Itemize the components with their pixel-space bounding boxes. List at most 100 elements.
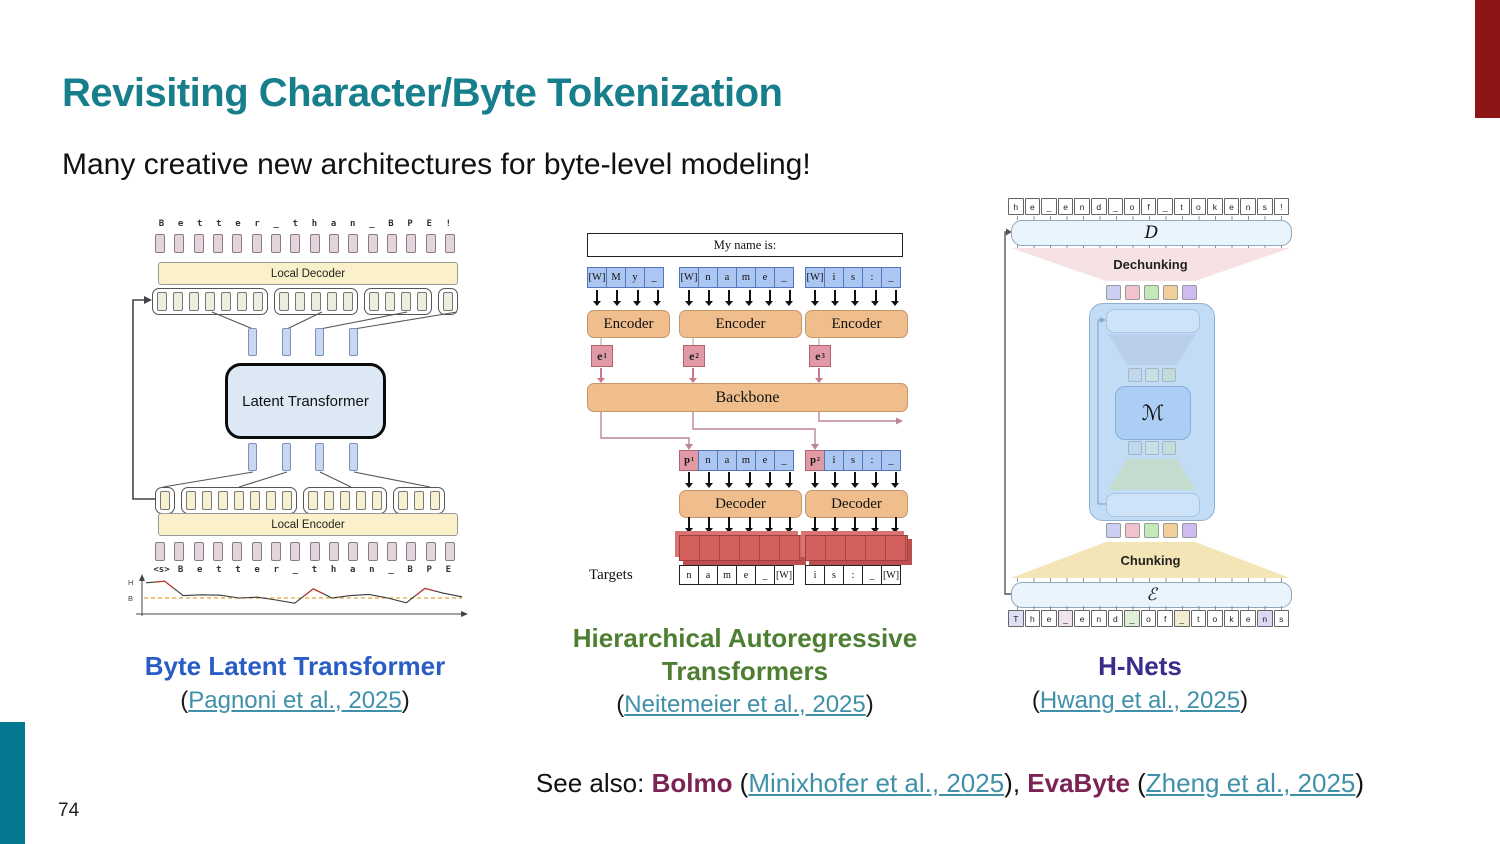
citation-link[interactable]: Minixhofer et al., 2025: [748, 768, 1005, 798]
local-decoder-box: Local Decoder: [158, 262, 458, 285]
char-cell: E: [445, 565, 452, 575]
token-box: [186, 491, 196, 510]
paren: ): [1355, 768, 1365, 798]
down-arrow: [745, 517, 754, 533]
comma: ,: [1012, 768, 1028, 798]
token-box: [327, 292, 337, 311]
decoder-capsule: D: [1011, 220, 1292, 246]
char-cell: k: [1207, 198, 1223, 215]
char-cell: e: [235, 219, 241, 229]
hnet-caption: H-Nets (Hwang et al., 2025): [980, 650, 1300, 716]
chunk-square: [1128, 441, 1142, 455]
patch-group: [364, 288, 432, 315]
char-cell: t: [1173, 198, 1190, 215]
char-cell: o: [1190, 198, 1207, 215]
down-arrow: [830, 472, 839, 488]
entropy-axis-label-b: B: [128, 594, 133, 603]
char-cell: _: [644, 267, 664, 288]
patch-group: [152, 288, 268, 315]
paren: ): [865, 691, 874, 718]
token-box: [386, 234, 397, 253]
char-cell: n: [698, 267, 718, 288]
entropy-peak: [155, 580, 175, 589]
down-arrow: [810, 517, 819, 533]
entropy-axis-label-h: H: [128, 578, 133, 587]
token-box: [234, 491, 244, 510]
citation-link[interactable]: Pagnoni et al., 2025: [188, 686, 402, 714]
char-cell: m: [736, 267, 756, 288]
token-box: [290, 542, 301, 561]
arrow-row: [679, 517, 800, 533]
token-box: [348, 542, 359, 561]
char-cell: d: [1090, 198, 1107, 215]
tick-strip: [1017, 578, 1289, 582]
char-cell: e: [1024, 198, 1041, 215]
char-cell: t: [235, 565, 241, 575]
char-cell: _: [1157, 198, 1173, 215]
down-arrow: [684, 472, 693, 488]
token-box: [279, 292, 289, 311]
entropy-chart: H B: [128, 574, 468, 617]
page-number: 74: [58, 800, 80, 821]
token-box: [386, 542, 397, 561]
char-cell: :: [862, 267, 882, 288]
token-box: [311, 292, 321, 311]
slide-subtitle: Many creative new architectures for byte…: [62, 148, 811, 181]
token-box: [221, 292, 231, 311]
inner-square-row: [1090, 368, 1214, 382]
char-cell: [W]: [679, 267, 699, 288]
token-box: [282, 491, 292, 510]
chunk-square: [1145, 368, 1159, 382]
patch-embedding-bar: [315, 443, 324, 471]
citation-link[interactable]: Neitemeier et al., 2025: [624, 691, 866, 718]
token-box: [174, 234, 185, 253]
char-cell: t: [1190, 610, 1207, 627]
down-arrow: [850, 517, 859, 533]
char-cell: B: [158, 219, 165, 229]
char-cell: r: [273, 565, 279, 575]
token-box: [444, 542, 455, 561]
token-box: [324, 491, 334, 510]
token-box: [406, 234, 417, 253]
char-cell: _: [774, 267, 794, 288]
char-cell: s: [843, 267, 863, 288]
token-box: [202, 491, 212, 510]
inner-square-row: [1090, 441, 1214, 455]
latent-transformer-box: Latent Transformer: [225, 363, 386, 439]
decoder-box: Decoder: [805, 490, 908, 518]
hidden-state-stack: [805, 535, 908, 561]
token-box: [251, 542, 262, 561]
token-box: [348, 234, 359, 253]
char-cell: e: [736, 565, 756, 585]
char-cell: !: [445, 219, 452, 229]
char-cell: [W]: [774, 565, 794, 585]
down-arrow: [891, 472, 900, 488]
token-box: [401, 292, 411, 311]
char-cell: t: [292, 219, 299, 229]
chunk-square: [1144, 285, 1159, 300]
citation-link[interactable]: Hwang et al., 2025: [1039, 686, 1241, 714]
patch-embedding-bar: [282, 443, 291, 471]
token-box: [430, 491, 440, 510]
chunk-square: [1125, 523, 1140, 538]
char-cell: _: [774, 450, 794, 471]
citation-link[interactable]: Zheng et al., 2025: [1145, 768, 1356, 798]
down-arrow: [785, 517, 794, 533]
accent-bar-bottom-left: [0, 722, 25, 844]
patch-embedding-bar: [349, 443, 358, 471]
char-cell: _: [881, 267, 901, 288]
encoder-box: Encoder: [805, 310, 908, 338]
char-cell: o: [1207, 610, 1223, 627]
char-cell: T: [1008, 610, 1024, 627]
char-cell: P: [426, 565, 432, 575]
char-cell: e: [1041, 610, 1057, 627]
chunk-square: [1182, 285, 1197, 300]
